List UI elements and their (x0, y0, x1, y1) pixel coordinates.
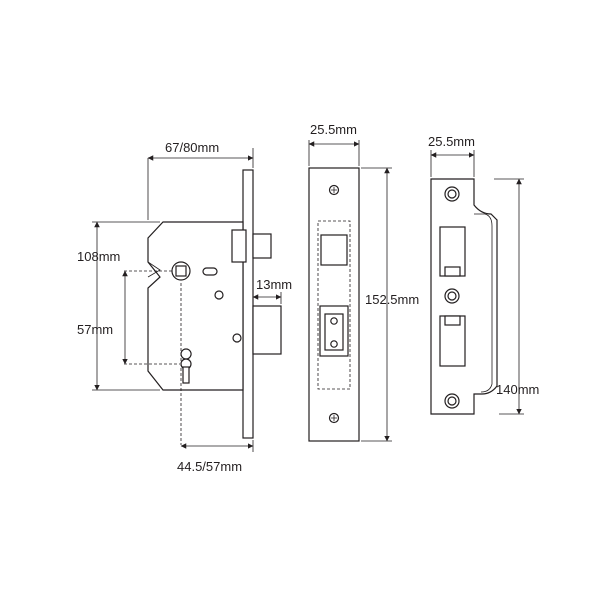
forend-screw-bottom-slot (331, 415, 337, 421)
width-label: 67/80mm (165, 140, 219, 155)
forend-view: 25.5mm 152.5mm (308, 122, 419, 442)
forend-screw-top-slot (331, 187, 337, 193)
strike-plate-outline (430, 178, 498, 415)
strike-upper-tab (444, 266, 461, 277)
deadbolt-projection (252, 233, 272, 259)
fixing-hole-1 (214, 290, 224, 300)
forend-latch-inner (324, 313, 344, 351)
lock-body-view: 67/80mm 108mm 57mm 13mm 44.5/57mm (77, 140, 292, 474)
strike-width-label: 25.5mm (428, 134, 475, 149)
forend-length-label: 152.5mm (365, 292, 419, 307)
latch-screw-2-icon (330, 340, 338, 348)
strike-plate-view: 25.5mm 140mm (428, 134, 539, 415)
case-notch (147, 261, 161, 278)
lock-forend-edge (242, 169, 254, 439)
height-label: 108mm (77, 249, 120, 264)
deadbolt-inner (231, 229, 247, 263)
forend-deadbolt-opening (320, 234, 348, 266)
forend-plate (308, 167, 360, 442)
latch-screw-1-icon (330, 317, 338, 325)
strike-screw-top-inner (447, 189, 457, 199)
centres-label: 57mm (77, 322, 113, 337)
strike-screw-mid-inner (447, 291, 457, 301)
latch-bolt (252, 305, 282, 355)
strike-screw-bottom-inner (447, 396, 457, 406)
latch-projection-label: 13mm (256, 277, 292, 292)
strike-lower-tab (444, 315, 461, 326)
keyhole-slot (182, 366, 190, 384)
forend-width-label: 25.5mm (310, 122, 357, 137)
fixing-hole-2 (232, 333, 242, 343)
backset-label: 44.5/57mm (177, 459, 242, 474)
strike-lip-edge (474, 213, 493, 393)
lock-case (147, 221, 244, 391)
strike-length-label: 140mm (496, 382, 539, 397)
follower-square-icon (175, 265, 187, 277)
case-slot (202, 267, 218, 276)
forend-case-outline (317, 220, 351, 390)
keyhole-top (180, 348, 192, 360)
